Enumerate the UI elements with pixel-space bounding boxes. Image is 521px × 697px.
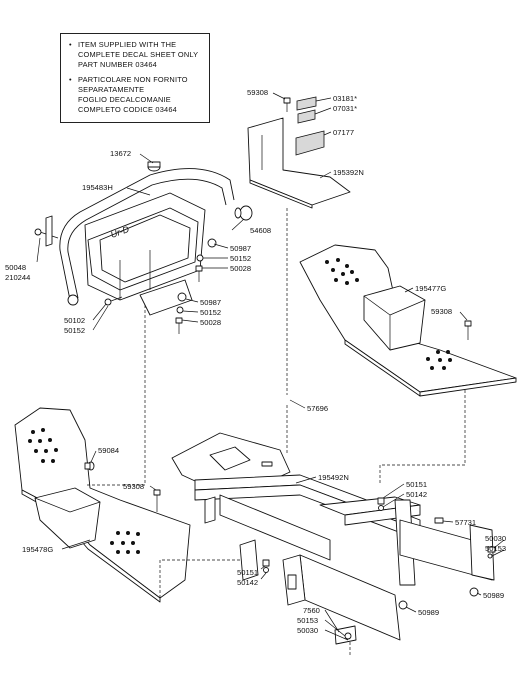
note-bullet: •: [69, 74, 72, 84]
label-50028: 50028: [230, 264, 251, 273]
note-text: SEPARATAMENTE: [78, 84, 145, 94]
fasteners-50030-50153: [487, 546, 496, 559]
label-50152: 50152: [64, 326, 85, 335]
assembly-lines: [85, 208, 466, 655]
label-50987: 50987: [200, 298, 221, 307]
bolt-50048: [34, 215, 59, 247]
label-50030: 50030: [297, 626, 318, 635]
label-59308: 59308: [123, 482, 144, 491]
holes-right-lower: [426, 350, 452, 370]
note-text: COMPLETO CODICE 03464: [78, 105, 177, 115]
label-195483H: 195483H: [82, 183, 113, 192]
note-text: COMPLETE DECAL SHEET ONLY: [78, 50, 199, 60]
label-210244: 210244: [5, 273, 30, 282]
fasteners-50989: [398, 587, 479, 610]
label-54608: 54608: [250, 226, 271, 235]
footrest-195478G: [14, 407, 191, 603]
label-57731: 57731: [455, 518, 476, 527]
label-59084: 59084: [98, 446, 119, 455]
label-50142: 50142: [406, 490, 427, 499]
label-59308: 59308: [431, 307, 452, 316]
frame-195492N: [171, 432, 495, 641]
label-50142: 50142: [237, 578, 258, 587]
bolt-50102: [104, 296, 123, 306]
note-text: PART NUMBER 03464: [78, 60, 157, 70]
label-50030: 50030: [485, 534, 506, 543]
note-row: • PARTICOLARE NON FORNITO SEPARATAMENTE …: [69, 75, 203, 116]
label-50987: 50987: [230, 244, 251, 253]
screw-59308-top: [283, 97, 291, 112]
label-50102: 50102: [64, 316, 85, 325]
label-03181: 03181*: [333, 94, 357, 103]
holes-right-upper: [325, 258, 359, 285]
label-50153: 50153: [297, 616, 318, 625]
note-text: ITEM SUPPLIED WITH THE: [78, 40, 177, 49]
label-195478G: 195478G: [22, 545, 53, 554]
label-07031: 07031*: [333, 104, 357, 113]
footrest-195477G: [299, 244, 517, 397]
label-195392N: 195392N: [333, 168, 364, 177]
decal-07031: [297, 109, 316, 124]
note-text: PARTICOLARE NON FORNITO: [78, 74, 188, 84]
label-59308: 59308: [247, 88, 268, 97]
part-labels: 59308 03181* 07031* 07177 195392N 13672 …: [5, 88, 506, 635]
note-bullet: •: [69, 40, 72, 49]
label-50152: 50152: [230, 254, 251, 263]
fasteners-7560: [334, 625, 357, 645]
decal-03181: [296, 96, 317, 111]
holes-left-upper: [28, 428, 58, 463]
plate-195392N: [247, 117, 351, 209]
nut-50987-upper: [195, 238, 217, 282]
label-50048: 50048: [5, 263, 26, 272]
leader-lines: [36, 92, 505, 641]
label-50153: 50153: [485, 544, 506, 553]
label-50028: 50028: [200, 318, 221, 327]
label-50989: 50989: [418, 608, 439, 617]
label-7560: 7560: [303, 606, 320, 615]
holes-left-lower: [110, 531, 140, 554]
seat-bracket-195483H: Ur-D: [59, 168, 235, 316]
label-07177: 07177: [333, 128, 354, 137]
fasteners-50151-50142: [262, 497, 385, 573]
label-195492N: 195492N: [318, 473, 349, 482]
screw-59308-left: [153, 489, 161, 512]
plug-59084: [84, 461, 95, 471]
note-row: • ITEM SUPPLIED WITH THE COMPLETE DECAL …: [69, 40, 203, 71]
note-text: FOGLIO DECALCOMANIE: [78, 95, 171, 105]
nut-50987-lower: [175, 292, 187, 334]
label-13672: 13672: [110, 149, 131, 158]
label-50151: 50151: [406, 480, 427, 489]
label-195477G: 195477G: [415, 284, 446, 293]
label-50151: 50151: [237, 568, 258, 577]
tube-end-cap: [67, 294, 79, 306]
label-50152: 50152: [200, 308, 221, 317]
label-57696: 57696: [307, 404, 328, 413]
screw-59308-right: [464, 320, 472, 340]
decal-07177: [295, 130, 325, 156]
label-50989: 50989: [483, 591, 504, 600]
knob-54608: [234, 205, 253, 221]
decal-note-box: • ITEM SUPPLIED WITH THE COMPLETE DECAL …: [60, 33, 210, 123]
cap-13672: [147, 161, 161, 172]
